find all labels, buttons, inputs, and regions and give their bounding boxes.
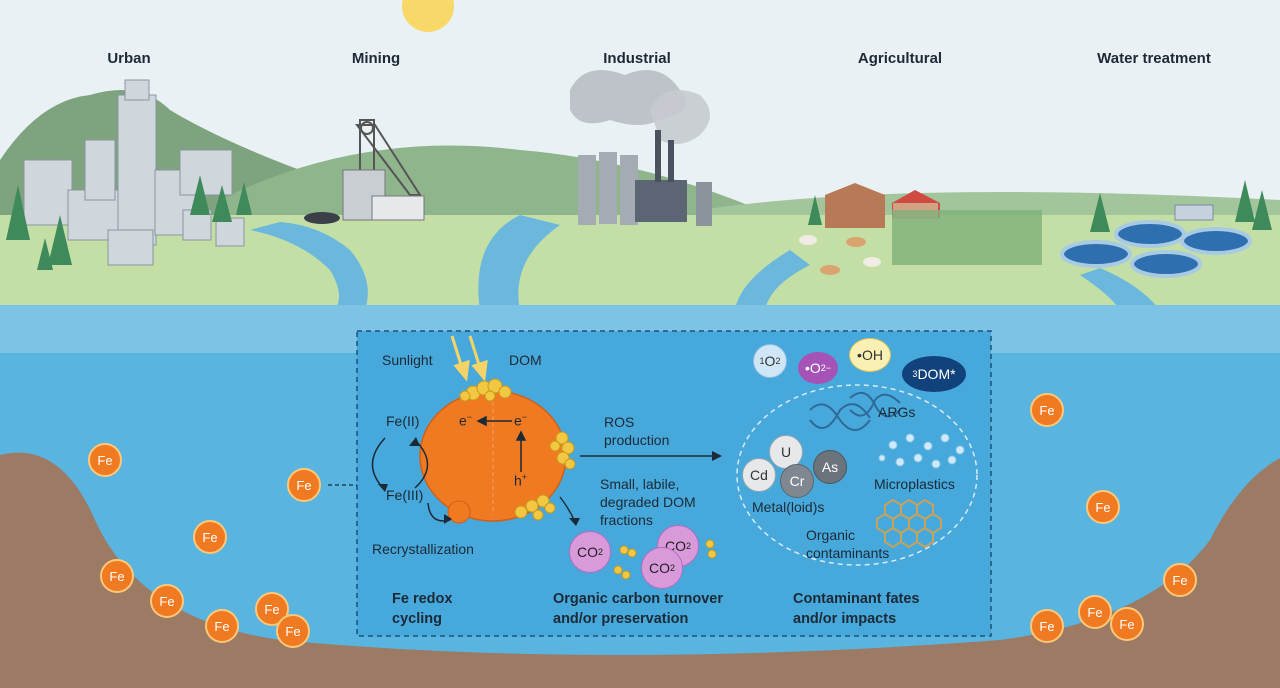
hole-label: h+ — [514, 472, 528, 489]
category-agricultural: Agricultural — [857, 50, 943, 67]
category-mining: Mining — [351, 50, 401, 67]
fe-redox-arrowheads — [378, 437, 452, 524]
dom-release-arrowhead — [569, 518, 580, 526]
sediment — [0, 452, 1280, 688]
water-treatment-plant — [1060, 180, 1272, 278]
recrystallized-particle — [447, 500, 471, 524]
fe-redox-title-line1: Fe redox — [392, 591, 453, 607]
fe-particle: Fe — [1030, 609, 1064, 643]
fe-particle: Fe — [150, 584, 184, 618]
small-dom-line2: degraded DOM — [600, 494, 696, 510]
fe-particle: Fe — [276, 614, 310, 648]
hydroxyl-chip: •OH — [849, 338, 891, 372]
fe-particle: Fe — [1030, 393, 1064, 427]
electron-label-right: e− — [514, 412, 528, 429]
electron-label-left: e− — [459, 412, 473, 429]
fe-ii-label: Fe(II) — [386, 413, 420, 429]
arg-dna-icon — [809, 391, 901, 431]
electron-transfer-arrows — [476, 415, 527, 472]
category-industrial: Industrial — [603, 50, 671, 67]
carbon-title-line2: and/or preservation — [553, 611, 689, 627]
farm — [799, 183, 1042, 275]
fe-particle: Fe — [205, 609, 239, 643]
dom-globules — [459, 378, 576, 521]
arsenic-chip: As — [813, 450, 847, 484]
metalloids-label: Metal(loid)s — [752, 499, 825, 515]
fe-redox-title-line2: cycling — [392, 611, 442, 627]
category-water-treatment: Water treatment — [1097, 50, 1211, 67]
fe-particle: Fe — [1078, 595, 1112, 629]
dom-label: DOM — [509, 352, 542, 368]
fe-iii-label: Fe(III) — [386, 487, 424, 503]
organic-contaminants-line1: Organic — [806, 527, 856, 543]
organic-contaminants-line2: contaminants — [806, 545, 890, 561]
river-far-right — [1080, 268, 1160, 310]
chromium-chip: Cr — [780, 464, 814, 498]
fe-particle: Fe — [100, 559, 134, 593]
industrial-plant — [570, 70, 712, 226]
fe-particle: Fe — [88, 443, 122, 477]
contaminant-title-line1: Contaminant fates — [793, 591, 920, 607]
ros-production-line2: production — [604, 432, 670, 448]
contaminant-oval — [736, 384, 978, 566]
fe-particle: Fe — [1086, 490, 1120, 524]
grassland — [0, 215, 1280, 310]
sun — [402, 0, 454, 32]
sunlight-label: Sunlight — [382, 352, 433, 368]
ros-arrow — [580, 451, 722, 461]
river-left — [250, 222, 368, 310]
sunlight-rays — [450, 335, 488, 382]
fe-particle: Fe — [1163, 563, 1197, 597]
microplastics-label: Microplastics — [874, 476, 955, 492]
fe-particle: Fe — [1110, 607, 1144, 641]
urban-trees — [6, 175, 252, 270]
microplastics-icon — [878, 433, 965, 469]
cadmium-chip: Cd — [742, 458, 776, 492]
args-label: ARGs — [878, 404, 916, 420]
mining-facility — [304, 119, 425, 224]
contaminant-title-line2: and/or impacts — [793, 611, 897, 627]
river-center — [478, 215, 560, 310]
small-dom-line1: Small, labile, — [600, 476, 680, 492]
uranium-chip: U — [769, 435, 803, 469]
ros-production-line1: ROS — [604, 414, 635, 430]
fe-particle: Fe — [193, 520, 227, 554]
category-urban: Urban — [107, 50, 151, 67]
organic-contaminants-icon — [876, 498, 942, 549]
carbon-title-line1: Organic carbon turnover — [553, 591, 724, 607]
urban-buildings — [23, 79, 245, 266]
fe-particle-linked: Fe — [287, 468, 321, 502]
small-dom-fragments — [613, 539, 717, 580]
river-right — [735, 250, 810, 310]
recrystallization-label: Recrystallization — [372, 541, 474, 557]
small-dom-line3: fractions — [600, 512, 653, 528]
